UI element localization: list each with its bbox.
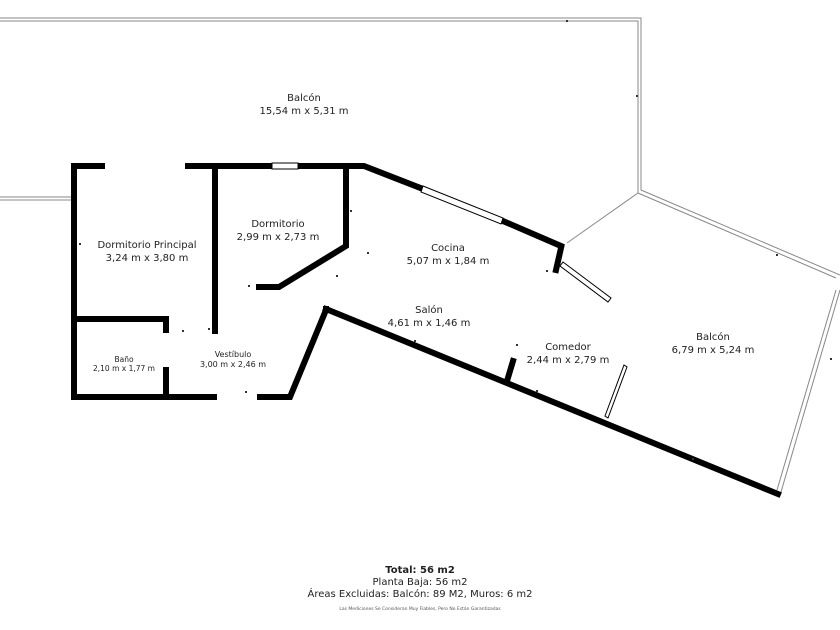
- marker: [414, 340, 416, 342]
- room-name: Balcón: [696, 332, 730, 343]
- room-dimensions: 3,24 m x 3,80 m: [105, 252, 189, 264]
- door-balcony-sliding: [559, 261, 612, 303]
- walls: [71, 163, 782, 498]
- wall-left-outer: [71, 163, 217, 400]
- marker: [367, 252, 369, 254]
- marker: [636, 95, 638, 97]
- marker: [350, 210, 352, 212]
- marker: [245, 391, 247, 393]
- window-cocina-top: [420, 185, 504, 225]
- room-dimensions: 6,79 m x 5,24 m: [671, 344, 755, 356]
- room-name: Dormitorio Principal: [97, 240, 197, 251]
- marker: [566, 20, 568, 22]
- room-dimensions: 3,00 m x 2,46 m: [199, 360, 267, 369]
- wall-salon-long: [322, 305, 782, 498]
- marker: [182, 330, 184, 332]
- room-name: Baño: [114, 355, 134, 364]
- room-name: Dormitorio: [251, 219, 305, 230]
- room-label-bano: Baño 2,10 m x 1,77 m: [93, 355, 155, 374]
- summary-planta: Planta Baja: 56 m2: [372, 577, 468, 588]
- room-label-balcon-top: Balcón 15,54 m x 5,31 m: [259, 93, 348, 118]
- wall-dormitorio-right: [256, 165, 349, 290]
- room-label-dormitorio-principal: Dormitorio Principal 3,24 m x 3,80 m: [97, 240, 196, 265]
- wall-kitchen-stub: [552, 244, 565, 274]
- summary-disclaimer: Las Mediciones Se Consideran Muy Fiables…: [339, 607, 501, 612]
- marker: [516, 344, 518, 346]
- marker: [776, 254, 778, 256]
- marker: [536, 390, 538, 392]
- room-label-vestibulo: Vestíbulo 3,00 m x 2,46 m: [200, 350, 266, 370]
- room-name: Balcón: [287, 93, 321, 104]
- wall-bano-top: [73, 316, 169, 333]
- room-dimensions: 5,07 m x 1,84 m: [406, 255, 490, 267]
- room-name: Vestíbulo: [214, 350, 252, 359]
- marker: [830, 358, 832, 360]
- plan-markers: [79, 20, 832, 460]
- wall-kitchen-top-right: [499, 217, 565, 250]
- marker: [692, 458, 694, 460]
- room-dimensions: 2,10 m x 1,77 m: [93, 364, 155, 374]
- balcony-top-outline-outer: [0, 17, 840, 276]
- marker: [546, 270, 548, 272]
- room-label-dormitorio: Dormitorio 2,99 m x 2,73 m: [237, 219, 320, 244]
- windows: [271, 162, 628, 419]
- room-name: Comedor: [545, 342, 591, 353]
- marker: [79, 243, 81, 245]
- wall-top-2: [295, 163, 427, 193]
- window-dormitorio-top: [271, 162, 299, 170]
- area-summary: Total: 56 m2 Planta Baja: 56 m2 Áreas Ex…: [0, 565, 840, 612]
- room-dimensions: 2,99 m x 2,73 m: [236, 231, 320, 243]
- room-name: Salón: [415, 305, 443, 316]
- marker: [248, 285, 250, 287]
- room-label-comedor: Comedor 2,44 m x 2,79 m: [527, 342, 610, 367]
- room-name: Cocina: [431, 243, 465, 254]
- room-dimensions: 2,44 m x 2,79 m: [526, 354, 610, 366]
- balcony-top-outline-inner: [0, 20, 837, 279]
- door-comedor-sliding: [604, 364, 628, 419]
- room-label-cocina: Cocina 5,07 m x 1,84 m: [407, 243, 490, 268]
- balcony-outlines: [0, 17, 840, 493]
- summary-excluidas: Áreas Excluidas: Balcón: 89 M2, Muros: 6…: [307, 589, 533, 600]
- wall-comedor-stub: [503, 357, 517, 385]
- room-label-salon: Salón 4,61 m x 1,46 m: [388, 305, 471, 330]
- room-label-balcon-right: Balcón 6,79 m x 5,24 m: [672, 332, 755, 357]
- balcony-right-edge-inner: [776, 289, 837, 491]
- marker: [208, 328, 210, 330]
- balcony-divider-line: [566, 192, 639, 244]
- summary-total: Total: 56 m2: [385, 565, 455, 576]
- room-dimensions: 15,54 m x 5,31 m: [259, 105, 349, 117]
- wall-bottom-entry: [257, 306, 329, 400]
- marker: [336, 275, 338, 277]
- balcony-right-edge-outer: [780, 289, 840, 493]
- room-dimensions: 4,61 m x 1,46 m: [387, 317, 471, 329]
